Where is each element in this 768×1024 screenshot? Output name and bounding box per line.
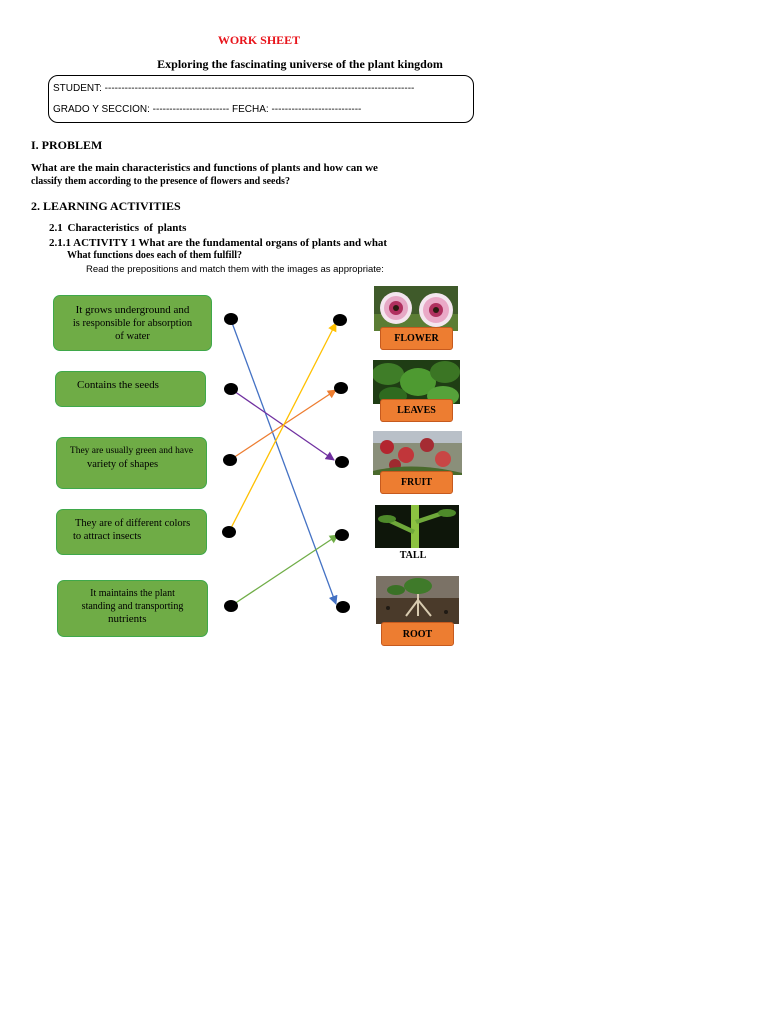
description-box-5: It maintains the plant standing and tran… [57, 580, 208, 637]
left-dot [224, 383, 238, 395]
right-dot [334, 382, 348, 394]
learning-activities-heading: 2. LEARNING ACTIVITIES [31, 199, 181, 213]
description-text: It grows underground and [75, 304, 190, 316]
description-box-3: They are usually green and have variety … [56, 437, 207, 489]
worksheet-title: WORK SHEET [217, 33, 301, 47]
subsection-2-1: 2.1 Characteristics of plants [49, 222, 187, 234]
right-dot [335, 529, 349, 541]
description-text: of water [115, 331, 150, 342]
description-text: It maintains the plant [90, 588, 175, 599]
match-line-root [230, 319, 338, 605]
right-dot [335, 456, 349, 468]
description-box-4: They are of different colors to attract … [56, 509, 207, 555]
activity-1-line-2: What functions does each of them fulfill… [67, 250, 242, 261]
problem-question-line-1: What are the main characteristics and fu… [31, 162, 378, 174]
label-root: ROOT [381, 622, 454, 646]
label-leaves: LEAVES [380, 399, 453, 422]
student-line: STUDENT: -------------------------------… [53, 83, 415, 94]
description-text: They are usually green and have [69, 446, 194, 456]
match-line-tall [230, 534, 339, 607]
description-text: to attract insects [73, 531, 142, 542]
label-tall: TALL [399, 550, 427, 561]
student-info-box: STUDENT: -------------------------------… [48, 75, 474, 123]
instruction-text: Read the prepositions and match them wit… [86, 264, 384, 275]
description-text: Contains the seeds [77, 379, 159, 391]
left-dot [223, 454, 237, 466]
match-line-fruit [230, 388, 335, 461]
problem-question-line-2: classify them according to the presence … [31, 176, 290, 187]
left-dot [224, 600, 238, 612]
activity-1-line-1: 2.1.1 ACTIVITY 1 What are the fundamenta… [49, 237, 388, 249]
root-image [376, 576, 459, 624]
label-flower: FLOWER [380, 327, 453, 350]
description-text: is responsible for absorption [72, 318, 193, 329]
description-text: standing and transporting [81, 601, 184, 612]
description-box-2: Contains the seeds [55, 371, 206, 407]
stem-image [375, 505, 459, 548]
match-line-flower [228, 322, 337, 533]
left-dot [222, 526, 236, 538]
description-text: variety of shapes [87, 459, 159, 470]
worksheet-subtitle: Exploring the fascinating universe of th… [157, 57, 443, 71]
description-box-1: It grows underground and is responsible … [53, 295, 212, 351]
label-fruit: FRUIT [380, 471, 453, 494]
match-line-leaves [229, 389, 337, 461]
right-dot [336, 601, 350, 613]
flower-image [374, 286, 458, 331]
right-dot [333, 314, 347, 326]
grade-date-line: GRADO Y SECCIÓN: -----------------------… [53, 104, 362, 115]
fruit-image [373, 431, 462, 475]
left-dot [224, 313, 238, 325]
description-text: nutrients [108, 613, 147, 625]
problem-heading: I. PROBLEM [31, 138, 103, 152]
description-text: They are of different colors [75, 518, 191, 529]
